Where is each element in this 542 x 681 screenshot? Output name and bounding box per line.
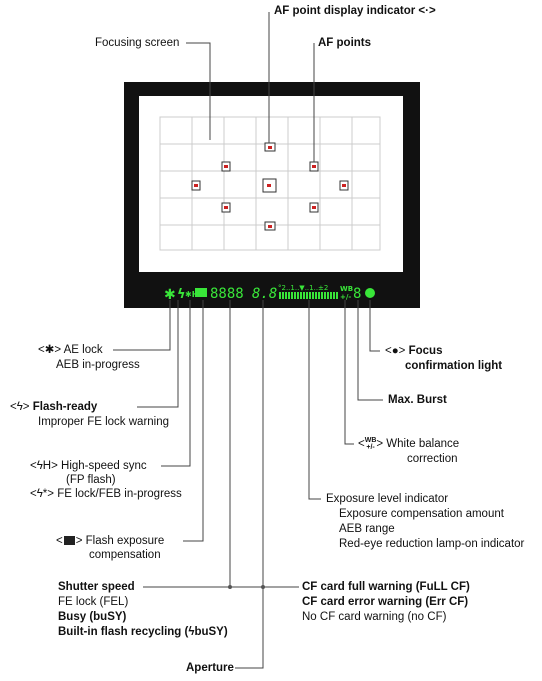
af-point-upper-right bbox=[309, 161, 319, 172]
white-balance-correction-label-2: correction bbox=[407, 453, 458, 465]
aperture-digits: 8.8 bbox=[252, 286, 277, 302]
focus-confirmation-label: <●> Focus bbox=[385, 345, 443, 357]
wb-correction-icon-bottom: +/- bbox=[340, 293, 351, 301]
af-points bbox=[191, 142, 349, 231]
max-burst-label: Max. Burst bbox=[388, 394, 447, 406]
high-speed-sync-label: <ϟH> High-speed sync bbox=[30, 460, 147, 472]
leader-dots bbox=[228, 585, 265, 589]
svg-text:°2..1..▼..1..±2: °2..1..▼..1..±2 bbox=[278, 284, 328, 292]
hss-fel-icon: ✱H bbox=[185, 290, 198, 299]
af-point-center bbox=[262, 178, 277, 193]
red-eye-lamp-label: Red-eye reduction lamp-on indicator bbox=[339, 538, 525, 550]
leader-lines bbox=[113, 12, 383, 669]
fe-lock-feb-label: <ϟ*> FE lock/FEB in-progress bbox=[30, 488, 182, 500]
no-cf-card-label: No CF card warning (no CF) bbox=[302, 611, 447, 623]
fp-flash-label: (FP flash) bbox=[66, 474, 116, 486]
flash-comp-glyph-icon bbox=[63, 536, 75, 546]
af-point-bottom bbox=[264, 221, 276, 231]
wb-glyph-icon: WB+/- bbox=[364, 437, 377, 451]
exposure-level-indicator-label: Exposure level indicator bbox=[326, 493, 449, 505]
flash-ready-icon: ϟ bbox=[177, 287, 186, 302]
flash-exposure-comp-label-2: compensation bbox=[89, 549, 161, 561]
builtin-flash-recycling-label: Built-in flash recycling (ϟbuSY) bbox=[58, 626, 228, 638]
cf-card-error-label: CF card error warning (Err CF) bbox=[302, 596, 469, 608]
flash-ready-label: <ϟ> Flash-ready bbox=[10, 401, 98, 413]
ae-lock-icon: ✱ bbox=[164, 287, 176, 303]
af-point-lower-left bbox=[221, 202, 231, 213]
max-burst-digit: 8 bbox=[353, 286, 361, 302]
aperture-label: Aperture bbox=[186, 662, 234, 674]
focus-confirmation-label-2: confirmation light bbox=[405, 360, 503, 372]
white-balance-correction-label: <WB+/-> White balance bbox=[358, 437, 460, 451]
af-point-upper-left bbox=[221, 161, 231, 172]
af-point-top bbox=[264, 142, 276, 152]
flash-comp-icon bbox=[195, 288, 207, 297]
ae-lock-label: <✱> AE lock bbox=[38, 344, 103, 356]
shutter-speed-digits: 8888 bbox=[210, 286, 244, 302]
aeb-progress-label: AEB in-progress bbox=[56, 359, 140, 371]
focusing-screen-label: Focusing screen bbox=[95, 37, 180, 49]
shutter-speed-label: Shutter speed bbox=[58, 581, 135, 593]
fe-lock-label: FE lock (FEL) bbox=[58, 596, 129, 608]
af-point-right bbox=[339, 180, 349, 191]
exposure-comp-amount-label: Exposure compensation amount bbox=[339, 508, 504, 520]
af-point-lower-right bbox=[309, 202, 319, 213]
improper-fe-lock-label: Improper FE lock warning bbox=[38, 416, 170, 428]
lcd-info-strip: ✱ ϟ ✱H 8888 8.8 °2..1..▼..1..±2 WB +/- 8 bbox=[164, 284, 375, 303]
wb-correction-icon-top: WB bbox=[340, 285, 353, 293]
af-point-left bbox=[191, 180, 201, 191]
busy-label: Busy (buSY) bbox=[58, 611, 127, 623]
exposure-level-indicator: °2..1..▼..1..±2 bbox=[278, 284, 338, 299]
af-points-label: AF points bbox=[318, 37, 372, 49]
aeb-range-label: AEB range bbox=[339, 523, 395, 535]
af-display-indicator-label: AF point display indicator <·> bbox=[274, 5, 436, 17]
cf-card-full-label: CF card full warning (FuLL CF) bbox=[302, 581, 470, 593]
focus-confirmation-light bbox=[365, 288, 375, 298]
flash-exposure-comp-label: <> Flash exposure bbox=[56, 535, 165, 547]
